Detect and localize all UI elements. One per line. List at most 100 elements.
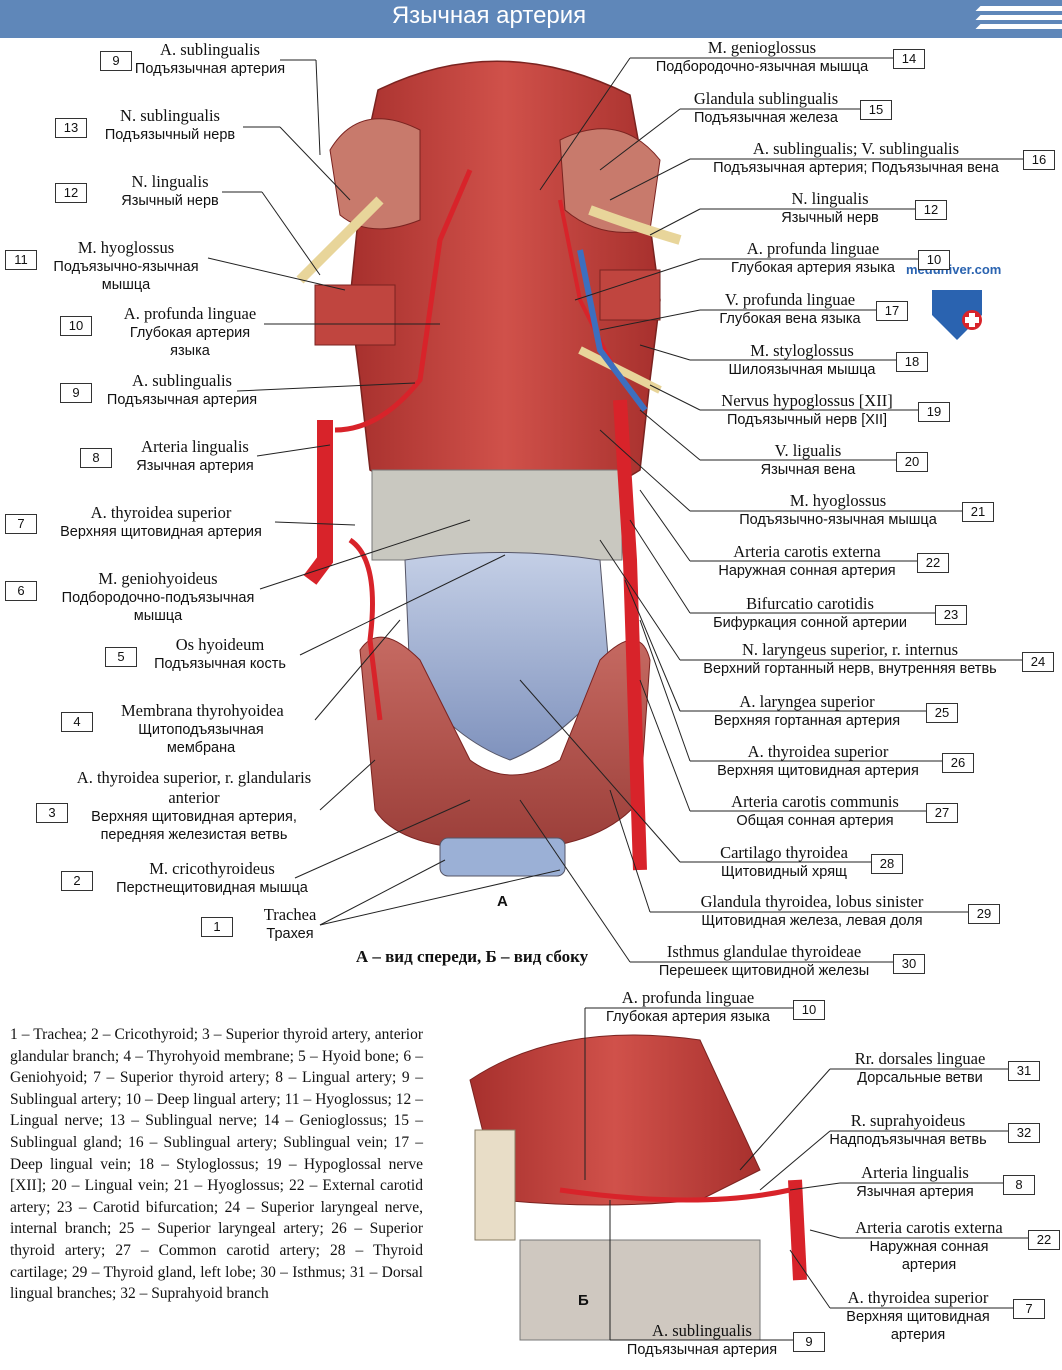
label-latin: V. ligualis: [774, 441, 842, 460]
label-russian: Щитовидная железа, левая доля: [701, 913, 923, 929]
label-russian: Подъязычный нерв: [104, 127, 236, 143]
label-latin: N. laryngeus superior, r. internus: [741, 640, 959, 659]
label-number-l10a: 10: [60, 316, 92, 336]
label-russian: Верхняя щитовидная артерия, передняя жел…: [91, 809, 297, 843]
tongue-lateral: [469, 1034, 761, 1206]
label-russian: Язычная артерия: [136, 458, 254, 474]
label-russian: Наружная сонная артерия: [718, 563, 896, 579]
label-russian: Дорсальные ветви: [857, 1070, 983, 1086]
label-latin: A. thyroidea superior: [847, 1288, 989, 1307]
header-bar: Язычная артерия: [0, 0, 1062, 38]
label-russian: Верхний гортанный нерв, внутренняя ветвь: [703, 661, 997, 677]
label-latin: A. laryngea superior: [739, 692, 875, 711]
figure-a-letter: А: [497, 893, 508, 910]
label-number-l9a: 9: [100, 51, 132, 71]
figure-a-illustration: [296, 60, 682, 877]
thyrohyoid-membrane: [371, 469, 623, 561]
label-russian: Бифуркация сонной артерии: [713, 615, 907, 631]
lingual-nerve-right: [588, 205, 682, 245]
label-latin: A. profunda linguae: [621, 988, 755, 1007]
label-number-l12a: 12: [55, 183, 87, 203]
label-latin: Arteria carotis externa: [855, 1218, 1003, 1237]
label-russian: Глубокая артерия языка: [129, 325, 251, 359]
label-number-l16: 16: [1023, 150, 1055, 170]
label-russian: Язычная артерия: [856, 1184, 974, 1200]
label-number-l8b: 8: [1003, 1175, 1035, 1195]
hyoglossus-left: [314, 284, 396, 346]
label-latin: Arteria carotis externa: [733, 542, 881, 561]
label-number-l10c: 10: [793, 1000, 825, 1020]
label-russian: Щитовидный хрящ: [721, 864, 847, 880]
hyoglossus-right: [599, 269, 661, 321]
label-latin: Glandula thyroidea, lobus sinister: [700, 892, 924, 911]
label-latin: Trachea: [263, 905, 317, 924]
label-number-l22b: 22: [1028, 1230, 1060, 1250]
external-carotid-artery: [303, 420, 333, 585]
sublingual-gland-right: [559, 128, 661, 233]
label-latin: A. sublingualis; V. sublingualis: [752, 139, 960, 158]
superior-thyroid-artery: [348, 537, 383, 721]
label-number-l23: 23: [935, 605, 967, 625]
label-number-l30: 30: [893, 954, 925, 974]
thyroid-cartilage: [404, 552, 611, 761]
sublingual-gland-left: [329, 118, 421, 230]
label-russian: Надподъязычная ветвь: [829, 1132, 987, 1148]
label-russian: Подбородочно-подъязычная мышца: [61, 590, 255, 624]
label-number-l24: 24: [1022, 652, 1054, 672]
label-number-l7a: 7: [5, 514, 37, 534]
label-latin: A. profunda linguae: [123, 304, 257, 323]
label-number-l21: 21: [962, 502, 994, 522]
label-number-l9b: 9: [60, 383, 92, 403]
label-russian: Подъязычная кость: [154, 656, 286, 672]
label-latin: R. suprahyoideus: [850, 1111, 966, 1130]
label-number-l31: 31: [1008, 1061, 1040, 1081]
lingual-artery: [334, 169, 473, 433]
label-number-l6: 6: [5, 581, 37, 601]
label-latin: M. styloglossus: [750, 341, 854, 360]
figure-b-illustration: [469, 1034, 807, 1341]
label-latin: M. genioglossus: [707, 38, 817, 57]
label-latin: V. profunda linguae: [724, 290, 856, 309]
label-russian: Подъязычная артерия: [626, 1342, 778, 1358]
label-latin: Glandula sublingualis: [693, 89, 839, 108]
label-russian: Трахея: [266, 926, 314, 942]
label-number-l32: 32: [1008, 1123, 1040, 1143]
label-russian: Язычный нерв: [781, 210, 879, 226]
label-russian: Подбородочно-язычная мышца: [655, 59, 869, 75]
label-latin: M. hyoglossus: [789, 491, 887, 510]
label-russian: Подъязычная железа: [693, 110, 839, 126]
label-russian: Глубокая артерия языка: [606, 1009, 770, 1025]
label-number-l11: 11: [5, 250, 37, 270]
label-latin: N. lingualis: [791, 189, 869, 208]
label-russian: Глубокая вена языка: [719, 311, 861, 327]
label-l3: A. thyroidea superior, r. glandularis an…: [74, 768, 314, 844]
label-latin: A. thyroidea superior: [90, 503, 232, 522]
label-number-l29: 29: [968, 904, 1000, 924]
page-title: Язычная артерия: [391, 2, 587, 29]
label-number-l12b: 12: [915, 200, 947, 220]
label-latin: A. thyroidea superior, r. glandularis an…: [76, 768, 312, 807]
label-number-l25: 25: [926, 703, 958, 723]
label-number-l5: 5: [105, 647, 137, 667]
label-number-l8a: 8: [80, 448, 112, 468]
label-latin: A. sublingualis: [132, 371, 232, 390]
label-russian: Верхняя гортанная артерия: [713, 713, 901, 729]
